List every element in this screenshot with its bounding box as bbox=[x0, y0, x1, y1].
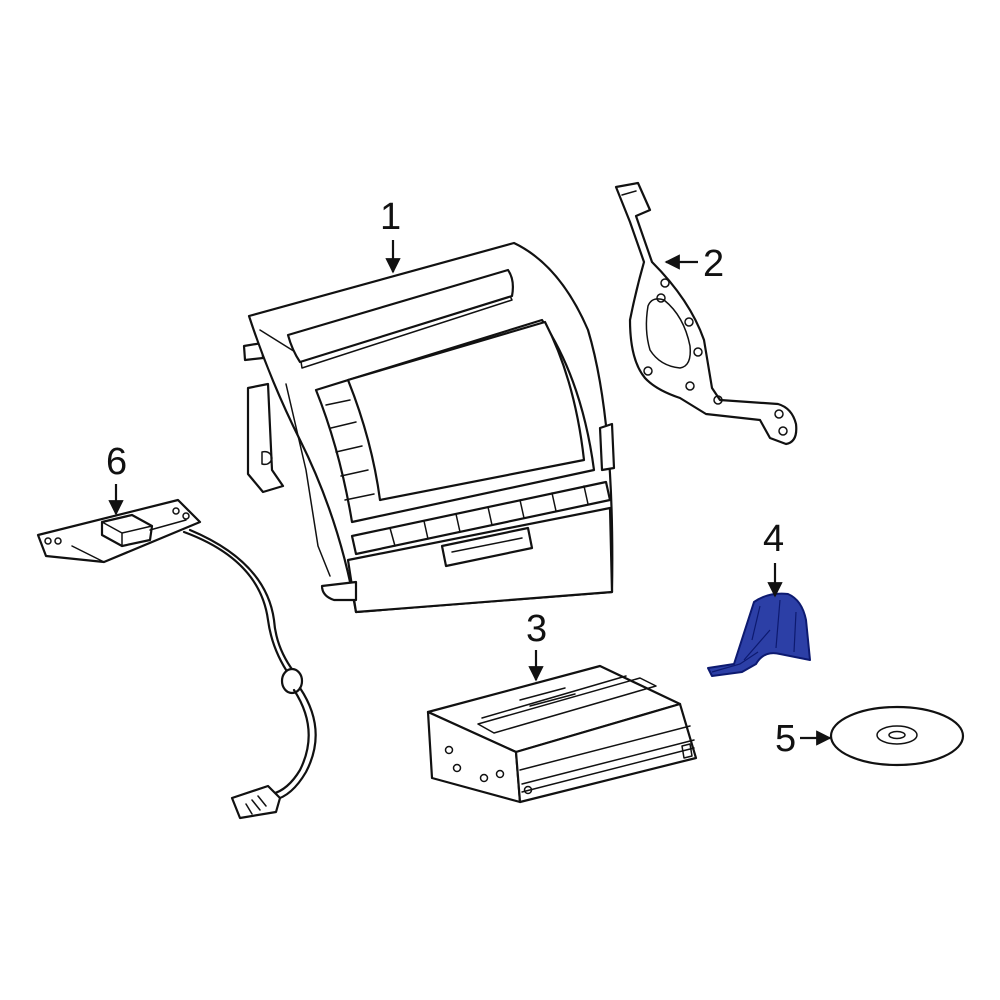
callout-number-6: 6 bbox=[106, 441, 127, 483]
callout-1: 1 bbox=[380, 196, 401, 274]
callout-2: 2 bbox=[664, 243, 724, 285]
callout-number-2: 2 bbox=[703, 243, 724, 285]
callout-number-3: 3 bbox=[526, 608, 547, 650]
part-3-amplifier[interactable] bbox=[426, 664, 698, 804]
part-1-display-unit[interactable] bbox=[242, 241, 616, 614]
callout-3: 3 bbox=[526, 608, 547, 682]
callout-number-1: 1 bbox=[380, 196, 401, 238]
callout-number-5: 5 bbox=[775, 718, 796, 760]
part-2-bracket[interactable] bbox=[614, 181, 798, 446]
callout-number-4: 4 bbox=[763, 518, 784, 560]
callout-6: 6 bbox=[106, 441, 127, 516]
part-4-cover[interactable] bbox=[707, 592, 811, 677]
callout-5: 5 bbox=[775, 718, 832, 760]
part-6-harness[interactable] bbox=[36, 498, 317, 820]
callout-4: 4 bbox=[763, 518, 784, 598]
part-5-disc[interactable] bbox=[829, 705, 965, 767]
